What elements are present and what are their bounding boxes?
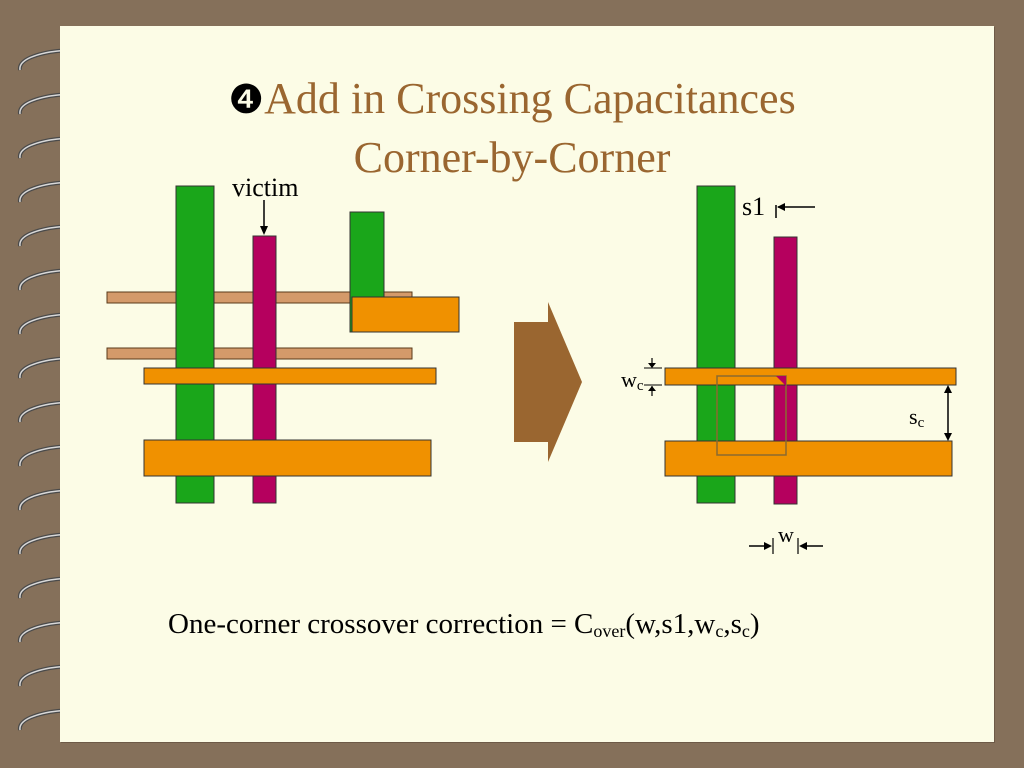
wc-arrowhead-top-icon [648,363,656,368]
w-arrowhead-right-icon [799,542,807,550]
orange-wire-thin [143,367,437,385]
sc-label: sc [909,404,925,431]
corner-box [716,375,787,456]
s1-label: s1 [742,192,766,221]
orange-wire-wide-right [664,440,953,477]
right-diagram [644,185,957,554]
s1-arrowhead-icon [777,203,785,211]
sc-arrowhead-top-icon [944,385,952,393]
sc-arrowhead-bottom-icon [944,433,952,441]
victim-label: victim [232,173,299,202]
wc-label: wc [621,367,644,394]
left-diagram [106,185,460,504]
title-line-1: Add in Crossing Capacitances [264,74,796,123]
orange-wire-thin-right [664,367,957,386]
orange-block-small [351,296,460,333]
orange-wire-wide [143,439,432,477]
w-label: w [778,522,794,547]
crossover-caption: One-corner crossover correction = Cover(… [168,608,760,641]
wc-arrowhead-bottom-icon [648,386,656,391]
title-line-2: Corner-by-Corner [353,133,671,182]
transform-arrow-icon [514,302,582,462]
corner-marker-icon [776,376,786,386]
title-number-icon: ❹ [228,77,265,122]
victim-arrowhead-icon [260,226,268,235]
w-arrowhead-left-icon [764,542,772,550]
slide-title: ❹Add in Crossing Capacitances Corner-by-… [0,70,1024,187]
